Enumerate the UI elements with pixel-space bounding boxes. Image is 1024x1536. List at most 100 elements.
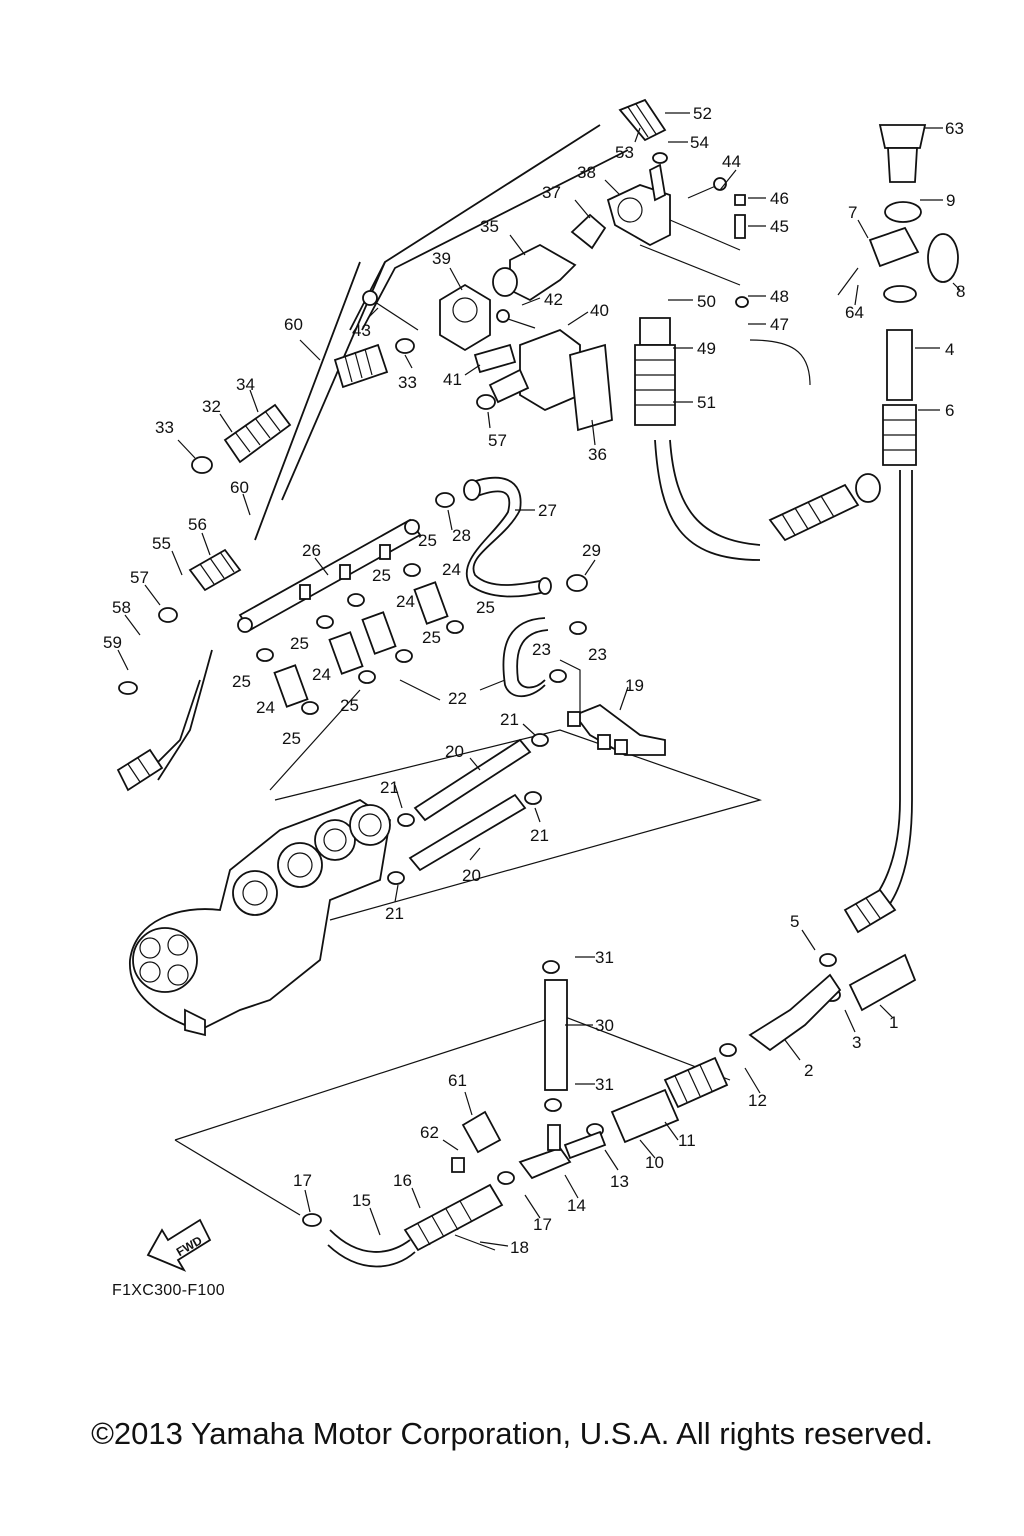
- callout-16: 16: [393, 1171, 412, 1190]
- callout-33: 33: [398, 373, 417, 392]
- callout-24: 24: [312, 665, 331, 684]
- callout-20: 20: [445, 742, 464, 761]
- regulator-group: [362, 163, 746, 432]
- callout-17: 17: [293, 1171, 312, 1190]
- injectors: [273, 581, 449, 708]
- callout-24: 24: [396, 592, 415, 611]
- drawing-code: F1XC300-F100: [112, 1282, 225, 1299]
- callout-26: 26: [302, 541, 321, 560]
- callout-39: 39: [432, 249, 451, 268]
- callout-24: 24: [442, 560, 461, 579]
- callout-25: 25: [232, 672, 251, 691]
- callout-41: 41: [443, 370, 462, 389]
- callout-8: 8: [956, 282, 965, 301]
- callout-27: 27: [538, 501, 557, 520]
- callout-25: 25: [476, 598, 495, 617]
- callout-labels: 52 54 53 44 38 46 37 45 35 39 50 48 42 4…: [103, 104, 965, 1257]
- leader-lines: [117, 112, 961, 1247]
- callout-63: 63: [945, 119, 964, 138]
- callout-61: 61: [448, 1071, 467, 1090]
- callout-4: 4: [945, 340, 954, 359]
- callout-23: 23: [532, 640, 551, 659]
- callout-49: 49: [697, 339, 716, 358]
- callout-25: 25: [340, 696, 359, 715]
- callout-46: 46: [770, 189, 789, 208]
- callout-9: 9: [946, 191, 955, 210]
- callout-40: 40: [590, 301, 609, 320]
- callout-51: 51: [697, 393, 716, 412]
- callout-55: 55: [152, 534, 171, 553]
- fuel-hoses-20: [408, 738, 532, 872]
- callout-12: 12: [748, 1091, 767, 1110]
- callout-53: 53: [615, 143, 634, 162]
- small-rings: [118, 152, 841, 1227]
- callout-59: 59: [103, 633, 122, 652]
- callout-57: 57: [130, 568, 149, 587]
- callout-14: 14: [567, 1196, 586, 1215]
- callout-21: 21: [380, 778, 399, 797]
- callout-10: 10: [645, 1153, 664, 1172]
- callout-1: 1: [889, 1013, 898, 1032]
- callout-58: 58: [112, 598, 131, 617]
- callout-52: 52: [693, 104, 712, 123]
- callout-25: 25: [290, 634, 309, 653]
- callout-22: 22: [448, 689, 467, 708]
- lower-fittings: [327, 953, 917, 1268]
- callout-56: 56: [188, 515, 207, 534]
- callout-33: 33: [155, 418, 174, 437]
- forward-arrow-icon: FWD: [146, 1218, 212, 1272]
- callout-23: 23: [588, 645, 607, 664]
- callout-29: 29: [582, 541, 601, 560]
- callout-3: 3: [852, 1033, 861, 1052]
- callout-6: 6: [945, 401, 954, 420]
- callout-15: 15: [352, 1191, 371, 1210]
- callout-21: 21: [385, 904, 404, 923]
- callout-25: 25: [282, 729, 301, 748]
- callout-35: 35: [480, 217, 499, 236]
- callout-31: 31: [595, 1075, 614, 1094]
- callout-25: 25: [422, 628, 441, 647]
- callout-17: 17: [533, 1215, 552, 1234]
- fuel-distributor: [567, 703, 666, 756]
- callout-50: 50: [697, 292, 716, 311]
- callout-60: 60: [230, 478, 249, 497]
- callout-43: 43: [352, 321, 371, 340]
- callout-30: 30: [595, 1016, 614, 1035]
- callout-54: 54: [690, 133, 709, 152]
- callout-25: 25: [372, 566, 391, 585]
- callout-44: 44: [722, 152, 741, 171]
- callout-34: 34: [236, 375, 255, 394]
- callout-42: 42: [544, 290, 563, 309]
- callout-11: 11: [678, 1131, 696, 1150]
- callout-45: 45: [770, 217, 789, 236]
- callout-36: 36: [588, 445, 607, 464]
- callout-31: 31: [595, 948, 614, 967]
- callout-18: 18: [510, 1238, 529, 1257]
- callout-5: 5: [790, 912, 799, 931]
- callout-57: 57: [488, 431, 507, 450]
- callout-64: 64: [845, 303, 864, 322]
- filler-cap-group: [837, 124, 959, 303]
- callout-48: 48: [770, 287, 789, 306]
- engine-block: [129, 798, 391, 1037]
- callout-37: 37: [542, 183, 561, 202]
- callout-7: 7: [848, 203, 857, 222]
- callout-62: 62: [420, 1123, 439, 1142]
- callout-19: 19: [625, 676, 644, 695]
- copyright-notice: ©2013 Yamaha Motor Corporation, U.S.A. A…: [91, 1416, 933, 1451]
- callout-28: 28: [452, 526, 471, 545]
- callout-20: 20: [462, 866, 481, 885]
- callout-21: 21: [500, 710, 519, 729]
- callout-25: 25: [418, 531, 437, 550]
- corrugated-hoses: [116, 98, 917, 1252]
- callout-21: 21: [530, 826, 549, 845]
- callout-2: 2: [804, 1061, 813, 1080]
- fuel-rail: [237, 518, 422, 633]
- callout-60: 60: [284, 315, 303, 334]
- callout-47: 47: [770, 315, 789, 334]
- callout-13: 13: [610, 1172, 629, 1191]
- callout-38: 38: [577, 163, 596, 182]
- callout-32: 32: [202, 397, 221, 416]
- callout-24: 24: [256, 698, 275, 717]
